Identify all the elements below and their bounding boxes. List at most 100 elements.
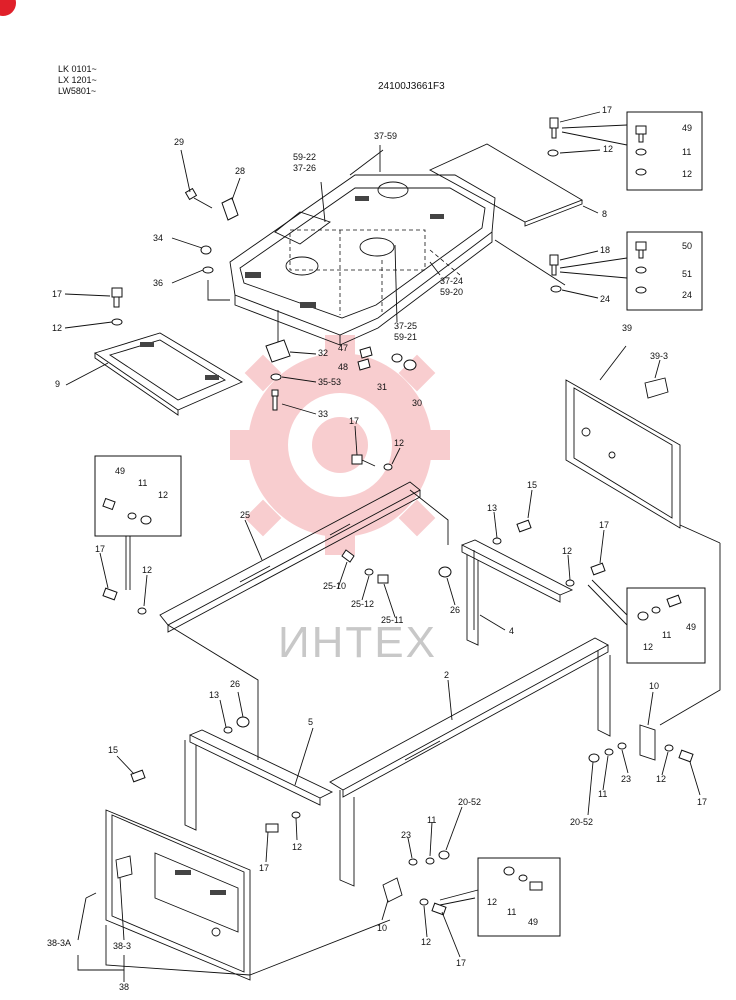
- detail-box-right: [626, 587, 706, 664]
- corner-marker: [0, 0, 16, 16]
- label-25-11: 25-11: [381, 615, 403, 625]
- serial-1: LK 0101~: [58, 64, 97, 74]
- label-12-d: 12: [394, 438, 404, 448]
- label-30: 30: [412, 398, 422, 408]
- label-12-c: 12: [52, 323, 62, 333]
- side-panel-38: [105, 809, 251, 981]
- drawing-number: 24100J3661F3: [378, 81, 445, 92]
- label-37-24: 37-24: [440, 276, 463, 286]
- label-37-59: 37-59: [374, 131, 397, 141]
- label-13-b: 13: [209, 690, 219, 700]
- label-50: 50: [682, 241, 692, 251]
- label-17-b: 17: [52, 289, 62, 299]
- label-23-a: 23: [621, 774, 631, 784]
- label-11-b: 11: [138, 478, 147, 488]
- label-37-25: 37-25: [394, 321, 417, 331]
- label-17-f: 17: [697, 797, 707, 807]
- label-38-3A: 38-3A: [47, 938, 71, 948]
- label-12-k: 12: [421, 937, 431, 947]
- label-10-b: 10: [377, 923, 387, 933]
- label-38-3: 38-3: [113, 941, 131, 951]
- label-11-d: 11: [598, 789, 607, 799]
- label-12-i: 12: [656, 774, 666, 784]
- label-37-26: 37-26: [293, 163, 316, 173]
- label-17-e: 17: [95, 544, 105, 554]
- label-12-h: 12: [643, 642, 653, 652]
- label-17-h: 17: [456, 958, 466, 968]
- serial-2: LX 1201~: [58, 75, 97, 85]
- label-59-21: 59-21: [394, 332, 417, 342]
- label-17-g: 17: [259, 863, 269, 873]
- label-39: 39: [622, 323, 632, 333]
- label-49-a: 49: [682, 123, 692, 133]
- label-24-a: 24: [682, 290, 692, 300]
- label-48: 48: [338, 362, 348, 372]
- leader-lines: [105, 124, 721, 976]
- label-13-a: 13: [487, 503, 497, 513]
- top-cover: [229, 174, 496, 346]
- label-25-12: 25-12: [351, 599, 374, 609]
- detail-box-bottom: [477, 857, 561, 937]
- bracket-10-right: [639, 724, 656, 761]
- label-31: 31: [377, 382, 387, 392]
- panel-9: [93, 332, 243, 416]
- label-12-g: 12: [142, 565, 152, 575]
- label-9: 9: [55, 379, 60, 389]
- label-11-f: 11: [507, 907, 516, 917]
- fasteners: [102, 117, 694, 916]
- label-35-53: 35-53: [318, 377, 341, 387]
- label-49-d: 49: [528, 917, 538, 927]
- label-49-b: 49: [115, 466, 125, 476]
- detail-box-top: [626, 111, 703, 191]
- label-25: 25: [240, 510, 250, 520]
- label-29: 29: [174, 137, 184, 147]
- label-24-b: 24: [600, 294, 610, 304]
- serial-3: LW5801~: [58, 86, 97, 96]
- label-38: 38: [119, 982, 129, 992]
- label-32: 32: [318, 348, 328, 358]
- label-26-a: 26: [450, 605, 460, 615]
- label-12-b: 12: [682, 169, 692, 179]
- bracket-25: [159, 481, 421, 633]
- watermark-text: ИНТЕХ: [278, 618, 437, 667]
- label-26-b: 26: [230, 679, 240, 689]
- bracket-4: [461, 539, 574, 646]
- panel-8: [428, 143, 584, 223]
- label-59-20: 59-20: [440, 287, 463, 297]
- label-51: 51: [682, 269, 692, 279]
- label-8: 8: [602, 209, 607, 219]
- label-17-d: 17: [599, 520, 609, 530]
- label-11-a: 11: [682, 147, 691, 157]
- label-33: 33: [318, 409, 328, 419]
- label-36: 36: [153, 278, 163, 288]
- label-17-a: 17: [602, 105, 612, 115]
- label-11-c: 11: [662, 630, 671, 640]
- serial-list: LK 0101~ LX 1201~ LW5801~: [58, 64, 97, 97]
- label-34: 34: [153, 233, 163, 243]
- label-20-52-b: 20-52: [458, 797, 481, 807]
- label-11-e: 11: [427, 815, 436, 825]
- detail-box-left: [94, 455, 182, 537]
- label-2: 2: [444, 670, 449, 680]
- label-20-52-a: 20-52: [570, 817, 593, 827]
- label-12-f: 12: [562, 546, 572, 556]
- label-18: 18: [600, 245, 610, 255]
- part-labels: 17 49 12 11 12 37-59 59-22 37-26 29 28 8…: [47, 105, 707, 992]
- label-12-j: 12: [292, 842, 302, 852]
- callout-leaders: [64, 111, 701, 982]
- label-49-c: 49: [686, 622, 696, 632]
- label-10-a: 10: [649, 681, 659, 691]
- side-panel-39: [565, 377, 681, 529]
- detail-box-second: [626, 231, 703, 311]
- main-frame-2: [329, 637, 611, 887]
- label-5: 5: [308, 717, 313, 727]
- label-47: 47: [338, 343, 348, 353]
- label-23-b: 23: [401, 830, 411, 840]
- label-25-10: 25-10: [323, 581, 346, 591]
- label-12-e: 12: [158, 490, 168, 500]
- label-17-c: 17: [349, 416, 359, 426]
- label-15-b: 15: [108, 745, 118, 755]
- label-39-3: 39-3: [650, 351, 668, 361]
- bracket-5: [184, 729, 334, 831]
